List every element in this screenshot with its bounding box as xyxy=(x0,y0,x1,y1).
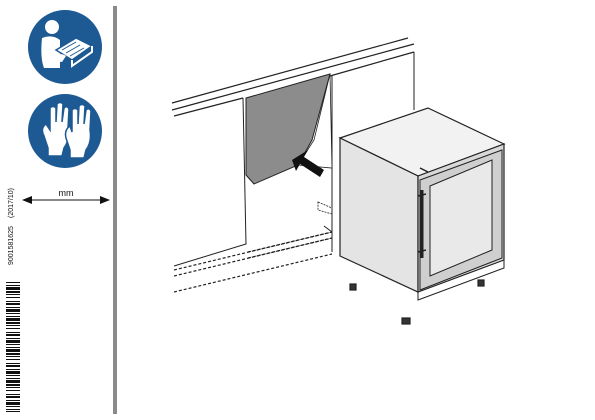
barcode-bar xyxy=(6,402,20,405)
wear-gloves-icon xyxy=(28,94,102,168)
installation-illustration xyxy=(171,37,506,325)
barcode-bar xyxy=(6,291,20,293)
document-code: 9001581625 xyxy=(8,226,15,265)
sidebar-divider xyxy=(113,6,117,414)
barcode-bar xyxy=(6,380,20,383)
barcode-bar xyxy=(6,375,20,376)
barcode-bar xyxy=(6,371,20,374)
barcode-bar xyxy=(6,303,20,305)
barcode-bar xyxy=(6,411,20,412)
barcode-bar xyxy=(6,294,20,295)
barcode-bar xyxy=(6,340,20,343)
barcode-bar xyxy=(6,338,20,339)
barcode-bar xyxy=(6,400,20,401)
push-arrow-icon xyxy=(292,150,324,177)
barcode-bar xyxy=(6,378,20,379)
read-manual-icon xyxy=(28,10,102,84)
barcode-bar xyxy=(6,301,20,302)
barcode-bar xyxy=(6,307,20,308)
barcode-bar xyxy=(6,334,20,336)
barcode-bar xyxy=(6,316,20,317)
wine-cooler xyxy=(338,107,506,325)
barcode-bar xyxy=(6,347,20,348)
cabinet-niche xyxy=(171,37,415,293)
barcode-bar xyxy=(6,313,20,314)
barcode-bar xyxy=(6,359,20,360)
barcode-bar xyxy=(6,406,20,407)
barcode-bar xyxy=(6,394,20,395)
barcode-bar xyxy=(6,318,20,321)
barcode-bar xyxy=(6,349,20,352)
barcode-bar xyxy=(6,332,20,333)
barcode-bar xyxy=(6,282,20,283)
double-arrow-icon xyxy=(22,196,110,204)
barcode-bar xyxy=(6,390,20,391)
sidebar: mm (2017/10) 9001581625 xyxy=(0,0,112,420)
barcode-bar xyxy=(6,369,20,370)
barcode-bar xyxy=(6,384,20,386)
dimension-indicator: mm xyxy=(22,188,110,208)
barcode-bar xyxy=(6,309,20,312)
barcode-bar xyxy=(6,325,20,326)
barcode-bar xyxy=(6,365,20,367)
barcode-bar xyxy=(6,396,20,398)
barcode-bar xyxy=(6,353,20,355)
barcode-bar xyxy=(6,322,20,324)
barcode-bar xyxy=(6,285,20,286)
barcode-bar xyxy=(6,356,20,357)
barcode-bar xyxy=(6,344,20,345)
barcode-bar xyxy=(6,387,20,388)
barcode-bar xyxy=(6,287,20,290)
barcode xyxy=(6,282,20,412)
barcode-bar xyxy=(6,363,20,364)
barcode-bar xyxy=(6,297,20,298)
dimension-unit-label: mm xyxy=(58,188,74,198)
barcode-bar xyxy=(6,328,20,329)
barcode-bar xyxy=(6,409,20,410)
document-date: (2017/10) xyxy=(8,188,15,218)
